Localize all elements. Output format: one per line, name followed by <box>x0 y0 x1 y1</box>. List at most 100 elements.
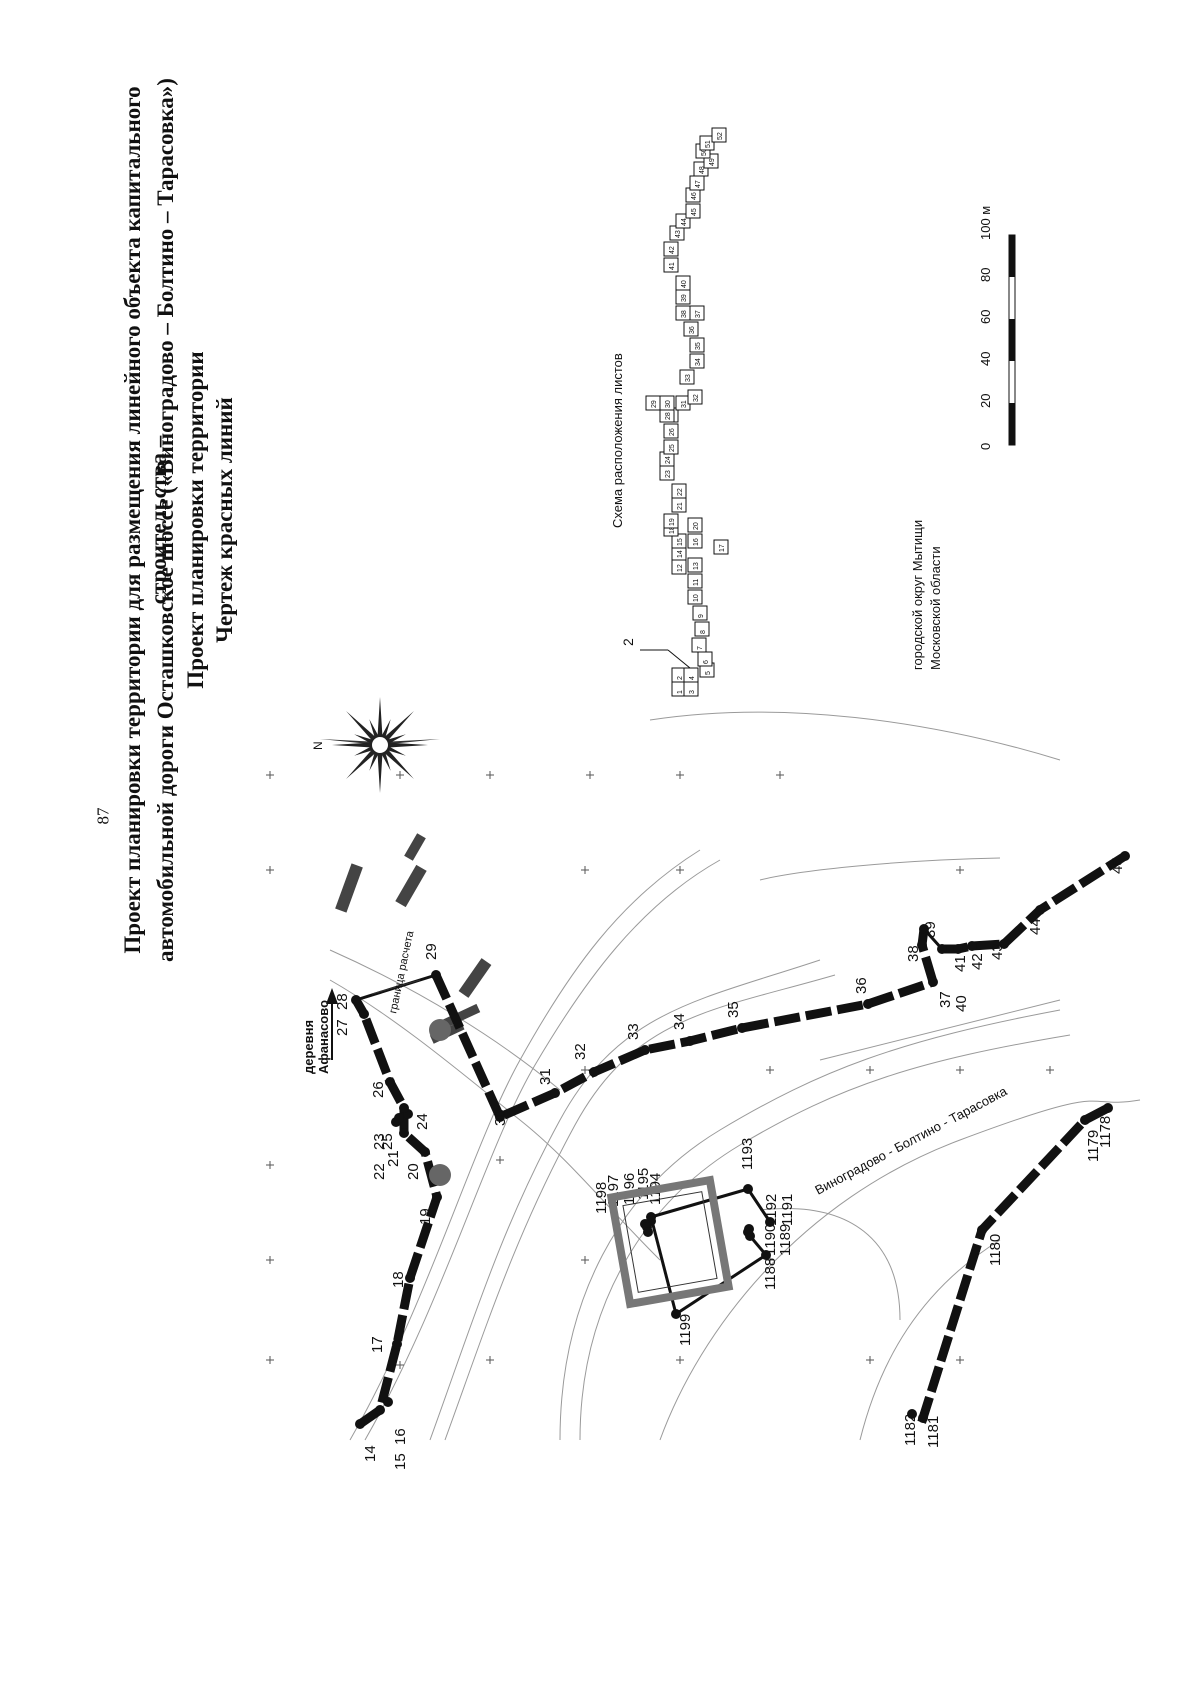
scale-tick-label: 20 <box>978 394 993 408</box>
sheet-box-label-21: 21 <box>677 502 684 510</box>
road-label: Виноградово - Болтино - Тарасовка <box>812 1083 1010 1198</box>
sheet-box-35 <box>689 337 705 353</box>
sheet-box-label-32: 32 <box>693 394 700 402</box>
point-marker-40 <box>937 944 947 954</box>
point-label-30: 30 <box>492 1109 509 1126</box>
sheet-box-label-35: 35 <box>695 342 702 350</box>
point-label-25: 25 <box>379 1133 396 1150</box>
scale-tick-label: 80 <box>978 268 993 282</box>
sheet-box-label-26: 26 <box>669 428 676 436</box>
point-label-1193: 1193 <box>739 1138 756 1170</box>
point-label-1180: 1180 <box>987 1234 1004 1266</box>
sheet-box-30 <box>659 395 675 411</box>
point-marker-27 <box>359 1009 369 1019</box>
sheet-box-38 <box>675 305 691 321</box>
point-label-18: 18 <box>390 1271 407 1288</box>
point-marker-32 <box>589 1067 599 1077</box>
sheet-box-label-15: 15 <box>677 538 684 546</box>
point-marker-45 <box>1120 851 1130 861</box>
sheet-box-label-11: 11 <box>693 579 700 586</box>
point-marker-28 <box>351 995 361 1005</box>
village-label-line2: Афанасово <box>316 1000 331 1074</box>
sheet-box-20 <box>687 517 703 533</box>
point-label-35: 35 <box>725 1001 742 1018</box>
point-label-22: 22 <box>371 1163 388 1180</box>
sheet-box-label-12: 12 <box>677 564 684 572</box>
base-cartography <box>329 711 1141 1441</box>
point-label-32: 32 <box>572 1043 589 1060</box>
point-label-1192: 1192 <box>763 1194 780 1226</box>
sheet-box-label-45: 45 <box>691 208 698 216</box>
sheet-box-label-13: 13 <box>693 562 700 570</box>
point-label-1199: 1199 <box>677 1314 694 1346</box>
point-label-17: 17 <box>369 1336 386 1353</box>
point-marker-15 <box>375 1405 385 1415</box>
point-label-31: 31 <box>537 1068 554 1085</box>
point-label-1196: 1196 <box>621 1173 638 1205</box>
village-arrow-icon <box>326 988 338 1060</box>
sheet-box-label-17: 17 <box>719 544 726 552</box>
point-marker-18 <box>405 1273 415 1283</box>
sheet-box-32 <box>687 389 703 405</box>
point-marker-33 <box>640 1045 650 1055</box>
point-label-45: 45 <box>1109 857 1126 874</box>
point-label-39: 39 <box>922 921 939 938</box>
boundary-line <box>371 979 421 995</box>
sheet-box-label-4: 4 <box>689 676 696 680</box>
sheet-box-15 <box>671 533 687 549</box>
compass-rose-icon <box>320 697 440 793</box>
sheet-box-label-43: 43 <box>675 230 682 238</box>
point-marker-29 <box>431 970 441 980</box>
point-marker-14 <box>355 1419 365 1429</box>
sheet-box-label-44: 44 <box>681 218 688 226</box>
sheet-box-13 <box>687 557 703 573</box>
sheet-box-4 <box>683 667 699 683</box>
point-marker-42 <box>967 941 977 951</box>
point-marker-26 <box>385 1077 395 1087</box>
point-label-21: 21 <box>385 1150 402 1167</box>
point-label-26: 26 <box>370 1081 387 1098</box>
sheet-box-label-18: 18 <box>669 526 676 534</box>
sheet-box-label-24: 24 <box>665 456 672 464</box>
sheet-box-label-49: 49 <box>709 158 716 166</box>
sheet-box-label-30: 30 <box>665 400 672 408</box>
sheet-scheme-title: Схема расположения листов <box>610 353 625 528</box>
grid-crosses <box>266 771 1054 1369</box>
sheet-box-11 <box>687 573 703 589</box>
sheet-box-36 <box>683 321 699 337</box>
sheet-box-label-41: 41 <box>669 262 676 270</box>
sheet-box-label-28: 28 <box>665 412 672 420</box>
point-label-24: 24 <box>414 1113 431 1130</box>
point-label-1182: 1182 <box>902 1414 919 1446</box>
sheet-box-label-1: 1 <box>677 690 684 694</box>
sheet-box-label-9: 9 <box>698 614 705 618</box>
point-marker-1198 <box>643 1227 653 1237</box>
point-marker-35 <box>737 1023 747 1033</box>
sheet-box-label-39: 39 <box>681 294 688 302</box>
sheet-box-25 <box>663 439 679 455</box>
point-marker-19 <box>432 1192 442 1202</box>
sheet-pointer-leader <box>667 649 691 669</box>
sheet-box-label-52: 52 <box>717 132 724 140</box>
sheet-box-label-2: 2 <box>677 676 684 680</box>
point-label-14: 14 <box>362 1445 379 1462</box>
sheet-box-label-10: 10 <box>693 594 700 602</box>
point-marker-25 <box>399 1103 409 1113</box>
point-label-1189: 1189 <box>777 1224 794 1256</box>
point-label-27: 27 <box>334 1019 351 1036</box>
point-marker-21 <box>399 1128 409 1138</box>
lot-parcel <box>606 1175 734 1309</box>
sheet-box-label-6: 6 <box>703 660 710 664</box>
point-label-23: 23 <box>371 1133 388 1150</box>
scale-tick-label: 40 <box>978 352 993 366</box>
sheet-box-label-25: 25 <box>669 444 676 452</box>
point-label-29: 29 <box>423 943 440 960</box>
point-marker-39 <box>919 924 929 934</box>
sheet-box-label-34: 34 <box>695 358 702 366</box>
sheet-box-label-37: 37 <box>695 310 702 318</box>
